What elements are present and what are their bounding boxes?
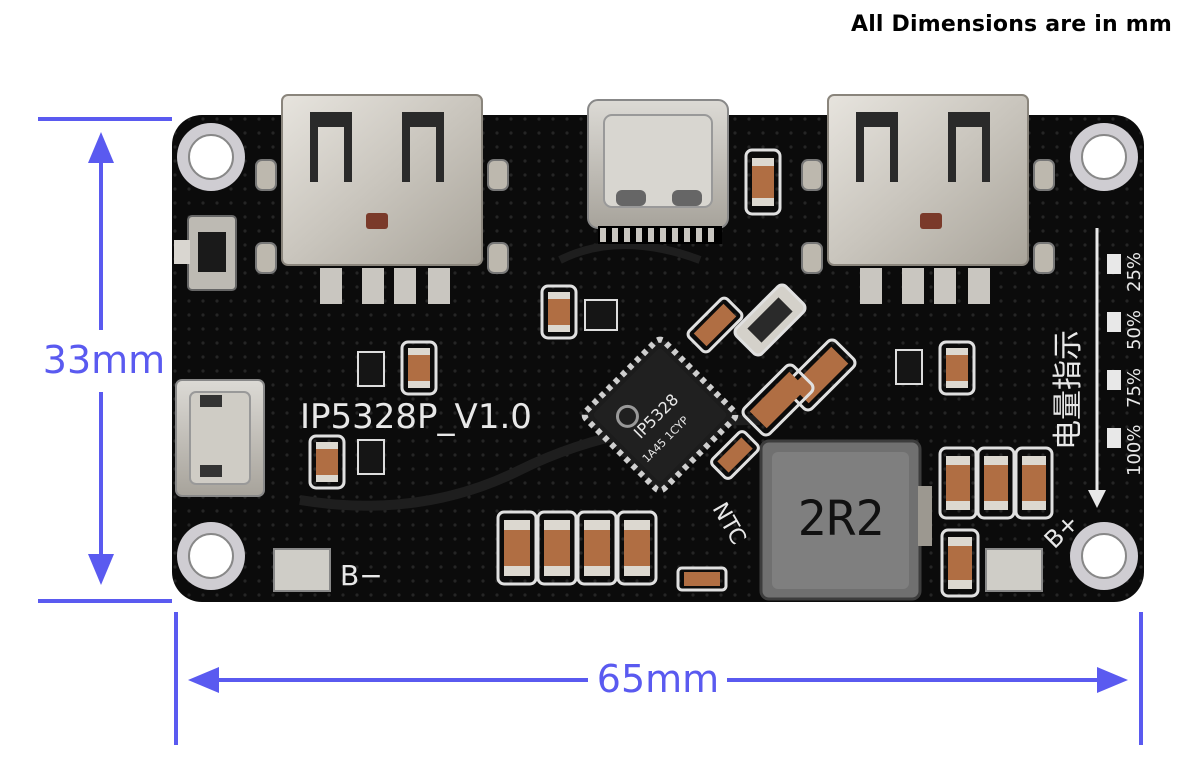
width-dimension [174,612,1143,745]
mounting-hole-bottom-right [1070,522,1138,590]
dimension-note: All Dimensions are in mm [850,12,1172,37]
battery-pad-negative [273,548,331,592]
usb-a-port-right [801,94,1055,304]
ip5328-chip: IP5328 1A45 1CYP [581,336,739,494]
board-model-label: IP5328P_V1.0 [300,397,532,437]
usb-c-port [587,99,729,244]
capacitor-bank-right [938,446,1054,598]
battery-pad-positive [985,548,1043,592]
usb-a-port-left [255,94,509,304]
battery-indicator-title: 电量指示 [1051,330,1086,450]
indicator-level-50: 50% [1124,310,1145,350]
negative-terminal-label: B− [340,559,383,592]
small-components [308,148,976,592]
slide-switch [174,215,237,291]
indicator-level-75: 75% [1124,368,1145,408]
mounting-hole-bottom-left [177,522,245,590]
micro-usb-port [175,379,265,497]
mounting-hole-top-right [1070,123,1138,191]
width-label: 65mm [597,657,719,701]
inductor-label: 2R2 [798,491,885,547]
indicator-arrow [1088,228,1106,508]
height-label: 33mm [43,338,165,382]
indicator-level-25: 25% [1124,252,1145,292]
capacitor-bank-bottom [496,510,658,586]
inductor: 2R2 [759,439,932,601]
height-dimension [38,117,172,603]
mounting-hole-top-left [177,123,245,191]
indicator-leds [1107,254,1121,448]
indicator-level-100: 100% [1124,425,1145,476]
